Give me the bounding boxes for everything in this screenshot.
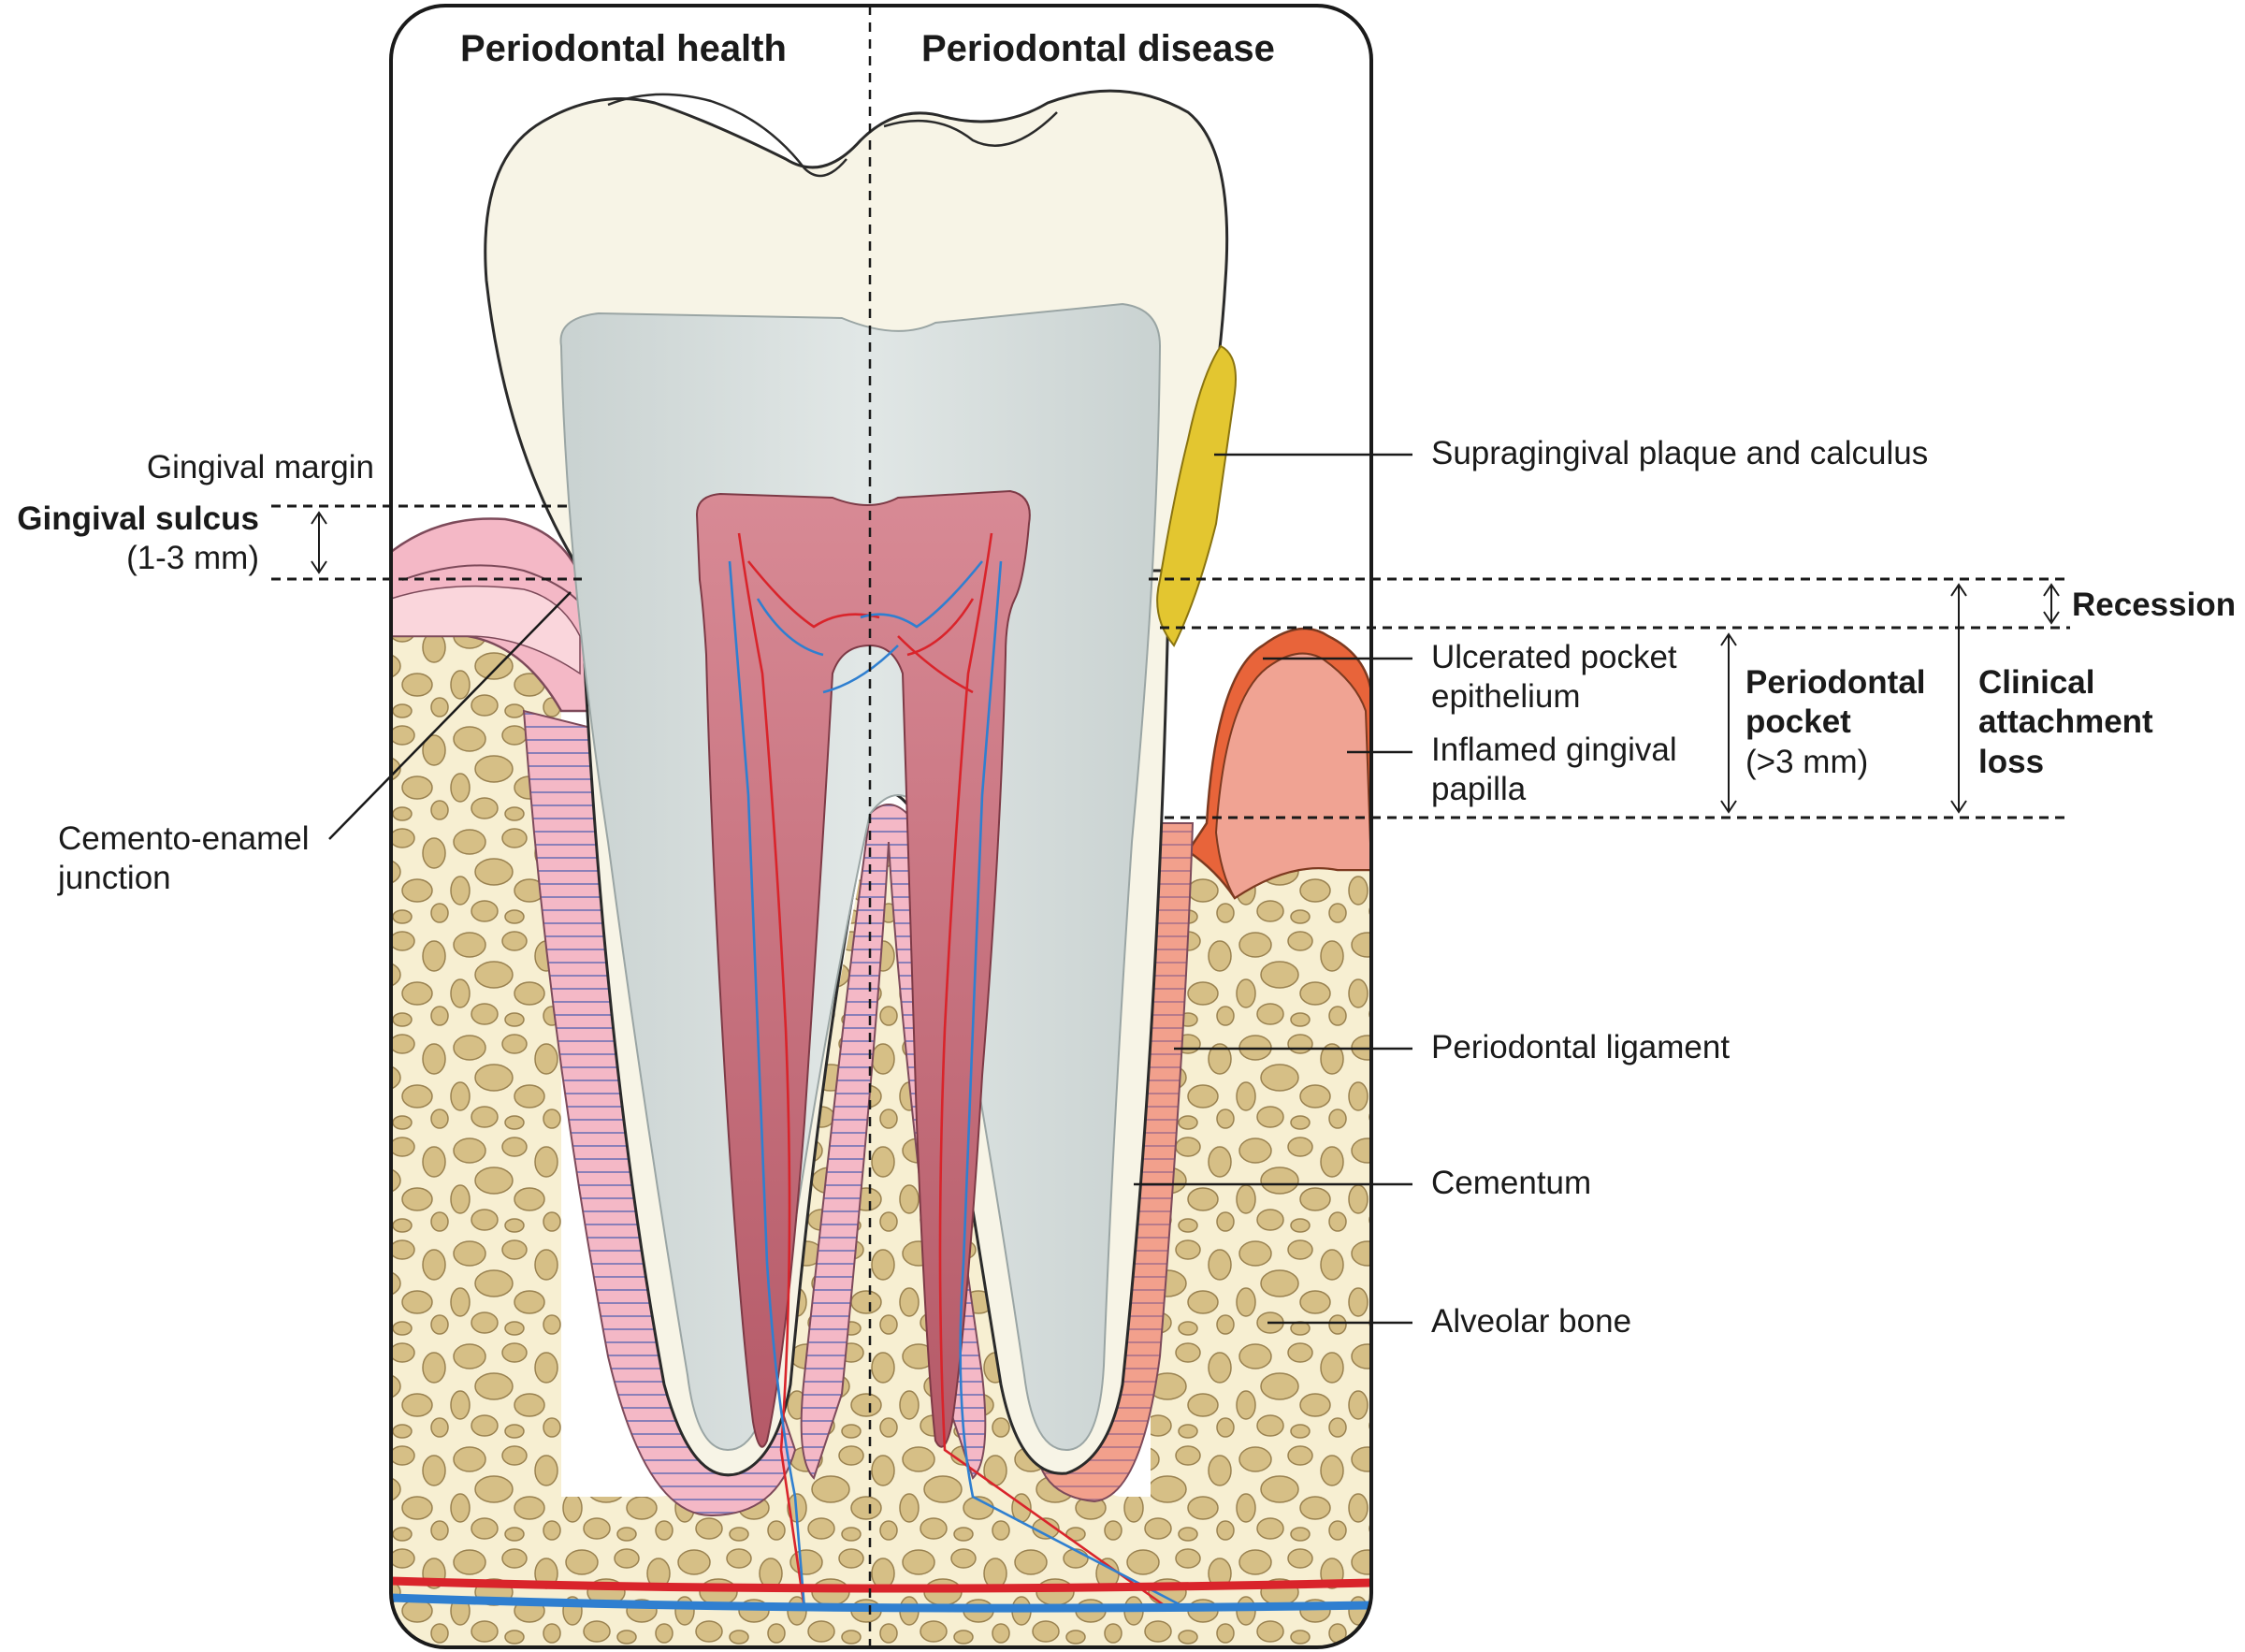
- sulcus-arrow: [311, 511, 327, 574]
- label-alveolar-bone: Alveolar bone: [1431, 1303, 1632, 1340]
- supragingival-calculus: [1156, 344, 1237, 647]
- label-sulcus-depth: (1-3 mm): [126, 540, 259, 576]
- label-cal-3: loss: [1978, 744, 2045, 780]
- junctional-epithelium: [391, 585, 581, 675]
- alveolar-bone-left: [391, 636, 561, 1647]
- label-ulcerated-2: epithelium: [1431, 678, 1581, 715]
- label-inflamed-2: papilla: [1431, 771, 1527, 807]
- label-supragingival: Supragingival plaque and calculus: [1431, 435, 1929, 471]
- right-measure-lines: [1149, 577, 2070, 819]
- label-gingival-sulcus: Gingival sulcus: [17, 500, 259, 537]
- label-cal-1: Clinical: [1978, 664, 2095, 701]
- pulp-vessels: [728, 532, 1189, 1611]
- alveolar-bone-right: [1151, 851, 1371, 1647]
- vein-main: [391, 1593, 1371, 1613]
- title-periodontal-disease: Periodontal disease: [921, 28, 1275, 69]
- label-cemento-enamel-2: junction: [58, 860, 171, 896]
- label-cemento-enamel-1: Cemento-enamel: [58, 820, 310, 857]
- label-inflamed-1: Inflamed gingival: [1431, 732, 1677, 768]
- pocket-arrow: [1720, 632, 1737, 814]
- label-cementum: Cementum: [1431, 1165, 1592, 1201]
- label-periodontal-ligament: Periodontal ligament: [1431, 1029, 1731, 1065]
- title-periodontal-health: Periodontal health: [460, 28, 787, 69]
- label-pocket-1: Periodontal: [1745, 664, 1926, 701]
- cal-arrow: [1950, 583, 1967, 814]
- label-recession: Recession: [2072, 587, 2237, 623]
- label-gingival-margin: Gingival margin: [146, 449, 374, 485]
- recession-arrow: [2043, 583, 2060, 625]
- diagram-frame: [389, 4, 1373, 1649]
- label-ulcerated-1: Ulcerated pocket: [1431, 639, 1677, 675]
- alveolar-bone-bottom: [391, 1497, 1371, 1647]
- pulp-chamber: [695, 489, 1031, 1448]
- artery-main: [391, 1576, 1371, 1593]
- label-pocket-2: pocket: [1745, 703, 1851, 740]
- left-measure-lines: [271, 504, 582, 581]
- inflamed-gingival-papilla: [1214, 652, 1371, 900]
- leader-lines: [328, 453, 1412, 1325]
- label-cal-2: attachment: [1978, 703, 2153, 740]
- label-pocket-depth: (>3 mm): [1745, 744, 1869, 780]
